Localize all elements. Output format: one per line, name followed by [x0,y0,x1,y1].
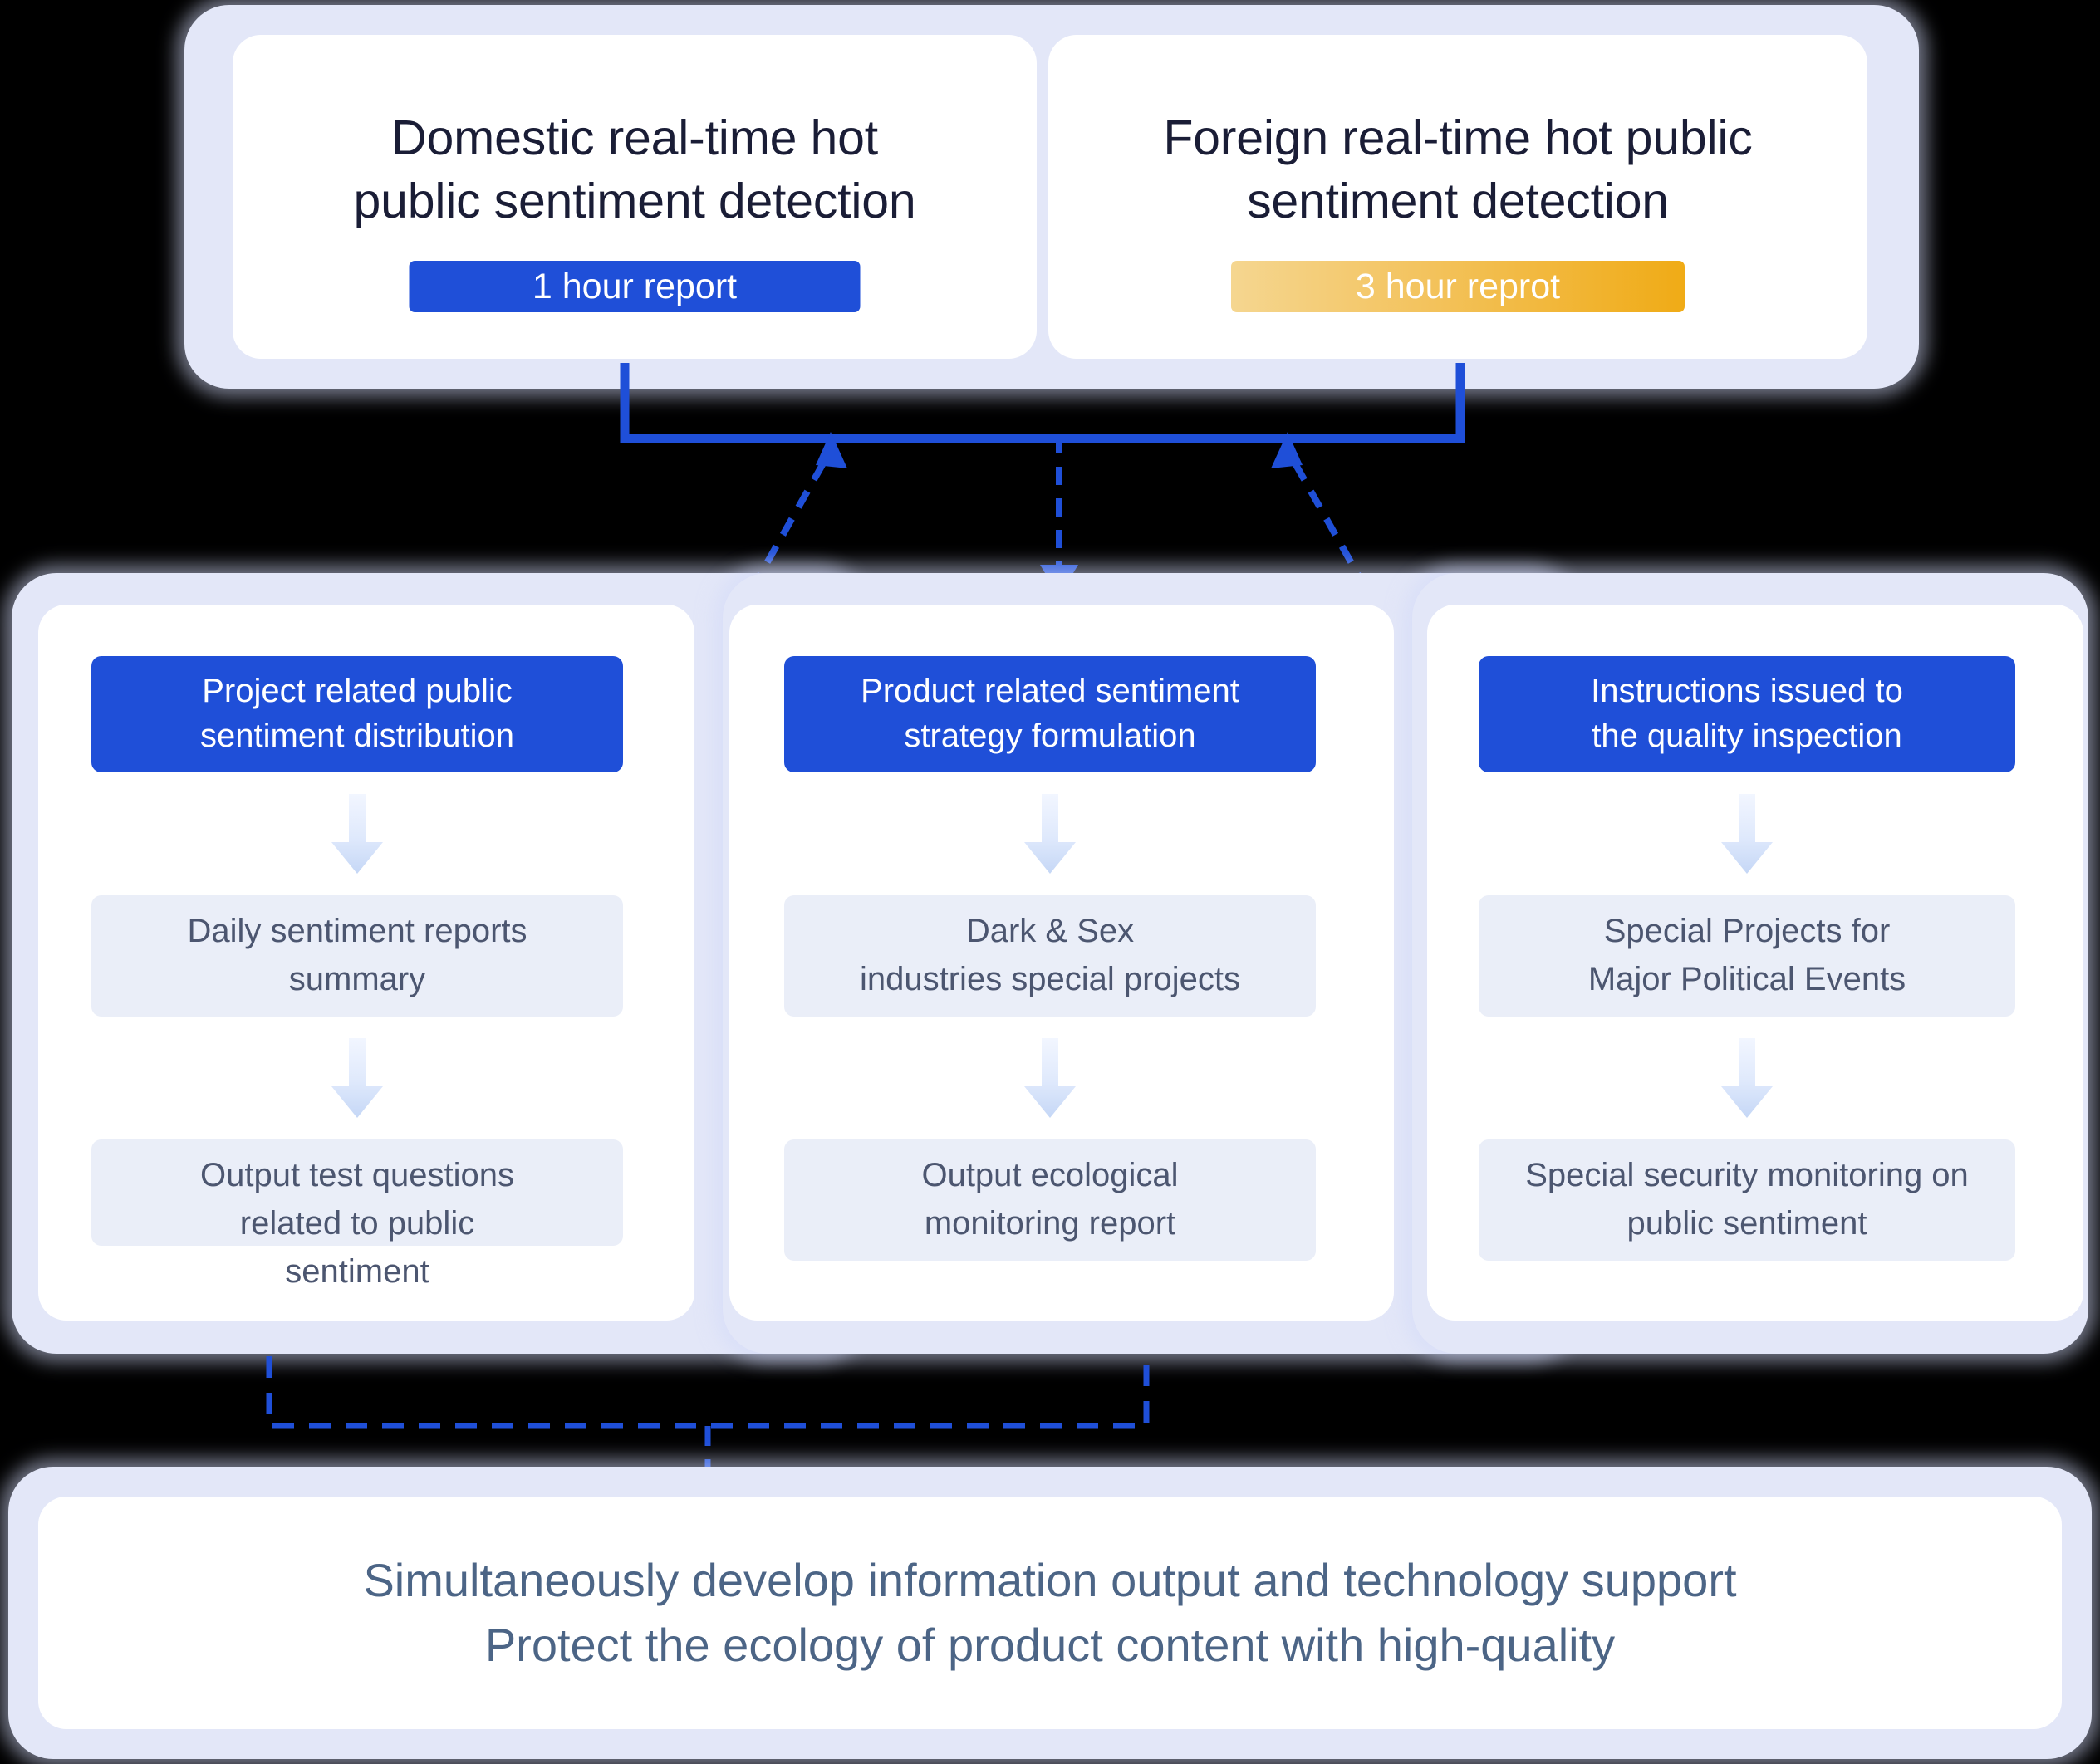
column-2-step-2[interactable]: Output ecological monitoring report [784,1139,1316,1261]
down-arrow-icon [1721,794,1773,874]
top-panel-foreign-title: Foreign real-time hot public sentiment d… [1163,110,1753,228]
bracket-connector [620,363,1465,443]
column-2-step-1[interactable]: Dark & Sex industries special projects [784,895,1316,1017]
connector-arrow-center [1040,435,1078,596]
column-2-header[interactable]: Product related sentiment strategy formu… [784,656,1316,772]
connector-arrow-left [748,432,847,591]
bottom-banner-panel[interactable] [38,1497,2062,1729]
top-panel-foreign[interactable]: Foreign real-time hot public sentiment d… [1048,35,1867,359]
column-1-header[interactable]: Project related public sentiment distrib… [91,656,623,772]
column-1-step-1[interactable]: Daily sentiment reports summary [91,895,623,1017]
down-arrow-icon [1024,1038,1076,1118]
down-arrow-icon [1024,794,1076,874]
middle-column-3: Instructions issued to the quality inspe… [1479,656,2015,1261]
down-arrow-icon [331,1038,383,1118]
down-arrow-icon [1721,1038,1773,1118]
bottom-banner-text: Simultaneously develop information outpu… [363,1554,1737,1671]
top-panel-domestic-title: Domestic real-time hot public sentiment … [353,110,916,228]
column-3-step-2[interactable]: Special security monitoring on public se… [1479,1139,2015,1261]
column-1-step-2[interactable]: Output test questions related to public … [91,1139,623,1290]
badge-3-hour-report[interactable]: 3 hour reprot [1231,261,1685,312]
middle-column-1: Project related public sentiment distrib… [91,656,623,1290]
column-3-header[interactable]: Instructions issued to the quality inspe… [1479,656,2015,772]
top-panel-domestic[interactable]: Domestic real-time hot public sentiment … [233,35,1037,359]
down-arrow-icon [331,794,383,874]
badge-1-hour-report[interactable]: 1 hour report [409,261,861,312]
connector-arrow-right [1271,432,1370,591]
column-3-step-1[interactable]: Special Projects for Major Political Eve… [1479,895,2015,1017]
middle-column-2: Product related sentiment strategy formu… [784,656,1316,1261]
